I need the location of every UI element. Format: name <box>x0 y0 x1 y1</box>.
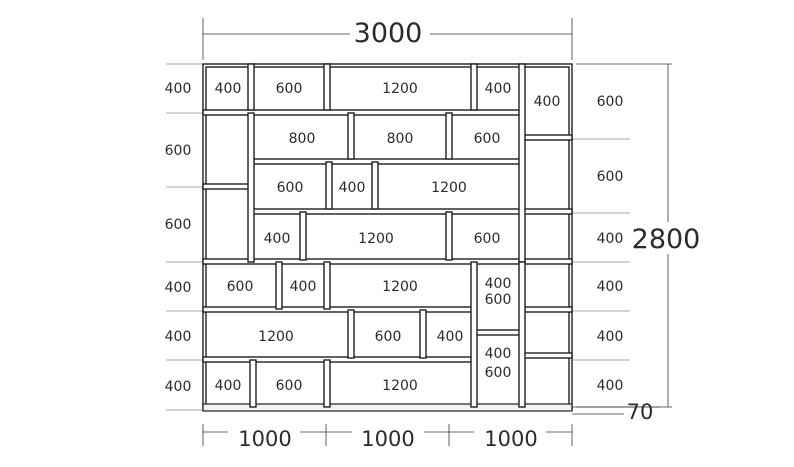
right-dim: 600 <box>597 94 624 110</box>
cell-label: 1200 <box>382 378 418 394</box>
bottom-dim-3: 1000 <box>484 427 537 451</box>
cell-label: 400 <box>215 81 242 97</box>
cell-label: 600 <box>276 81 303 97</box>
cell-label: 400 <box>290 279 317 295</box>
cell-label: 1200 <box>258 329 294 345</box>
right-dimension-guides <box>570 138 630 361</box>
cell-label: 1200 <box>431 180 467 196</box>
left-dim: 400 <box>165 280 192 296</box>
cell-label: 600 <box>474 231 501 247</box>
cell-label: 800 <box>387 131 414 147</box>
cell-label: 400 <box>485 81 512 97</box>
left-dim: 600 <box>165 217 192 233</box>
plinth-label: 70 <box>627 400 654 424</box>
right-dim: 400 <box>597 279 624 295</box>
cell-label: 600 <box>474 131 501 147</box>
overall-width-label: 3000 <box>354 18 423 49</box>
left-dimension-guides <box>166 63 205 411</box>
cell-label: 600 <box>277 180 304 196</box>
bottom-dim-1: 1000 <box>238 427 291 451</box>
left-dim: 400 <box>165 329 192 345</box>
cell-label: 400 <box>485 276 512 292</box>
overall-height-label: 2800 <box>632 224 701 255</box>
bottom-dimension-chain: 1000 1000 1000 <box>202 424 573 451</box>
cell-label: 400 <box>437 329 464 345</box>
cell-label: 400 <box>264 231 291 247</box>
cell-label: 400 <box>485 346 512 362</box>
left-dim: 600 <box>165 143 192 159</box>
right-dim: 400 <box>597 329 624 345</box>
cell-label: 1200 <box>382 279 418 295</box>
cell-label: 1200 <box>358 231 394 247</box>
cell-label: 800 <box>289 131 316 147</box>
compartment-labels: 400 600 1200 400 400 800 800 600 600 400… <box>215 81 561 394</box>
cell-label: 400 <box>215 378 242 394</box>
cell-label: 1200 <box>382 81 418 97</box>
right-dim: 400 <box>597 378 624 394</box>
plinth-dimension: 70 <box>572 400 660 424</box>
shelf-dividers <box>247 63 526 408</box>
cell-label: 400 <box>339 180 366 196</box>
top-dimension: 3000 <box>202 17 573 60</box>
left-dim: 400 <box>165 81 192 97</box>
left-dim: 400 <box>165 379 192 395</box>
bottom-dim-2: 1000 <box>361 427 414 451</box>
shelf-boards <box>202 109 573 363</box>
cell-label: 600 <box>375 329 402 345</box>
shelf-frame <box>202 63 573 412</box>
right-dim: 600 <box>597 169 624 185</box>
cell-label: 600 <box>485 365 512 381</box>
cell-label: 600 <box>485 292 512 308</box>
left-dimension-labels: 400 600 600 400 400 400 <box>165 81 192 395</box>
right-dim: 400 <box>597 231 624 247</box>
cell-label: 600 <box>276 378 303 394</box>
right-dimension-labels: 600 600 400 400 400 400 <box>597 94 624 394</box>
cell-label: 400 <box>534 94 561 110</box>
right-height-dimension: 2800 <box>576 63 706 408</box>
cell-label: 600 <box>227 279 254 295</box>
